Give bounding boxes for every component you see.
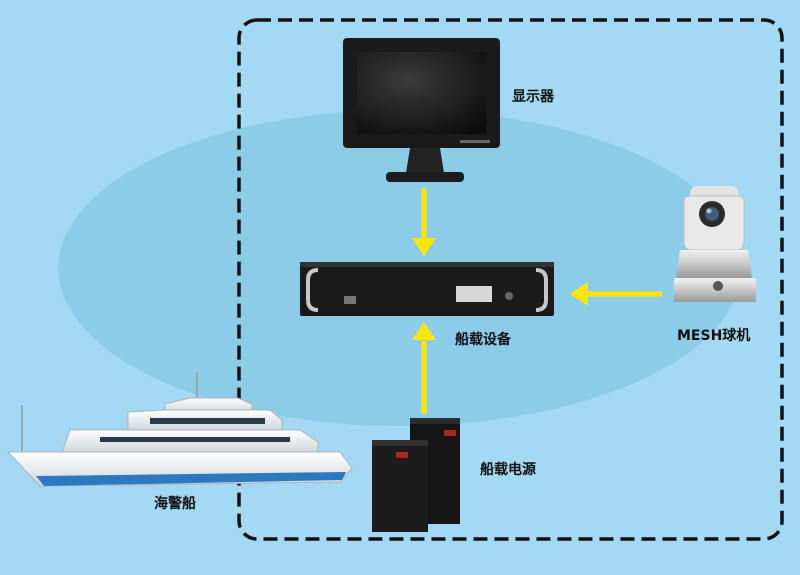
arrow-camera-to-device <box>570 282 662 306</box>
ship-system-boundary <box>237 18 784 541</box>
arrow-power-to-device <box>412 322 436 414</box>
mesh-camera-icon <box>674 186 756 302</box>
ship-label: 海警船 <box>154 496 196 512</box>
onboard-device-icon <box>300 262 554 316</box>
mesh-camera-label: MESH球机 <box>677 328 751 344</box>
arrow-monitor-to-device <box>412 188 436 256</box>
ship-icon <box>6 372 353 487</box>
power-supply-label: 船载电源 <box>480 462 536 478</box>
power-supply-icon <box>372 418 460 532</box>
onboard-device-label: 船载设备 <box>455 332 511 348</box>
monitor-icon <box>343 38 500 182</box>
monitor-label: 显示器 <box>512 89 554 105</box>
